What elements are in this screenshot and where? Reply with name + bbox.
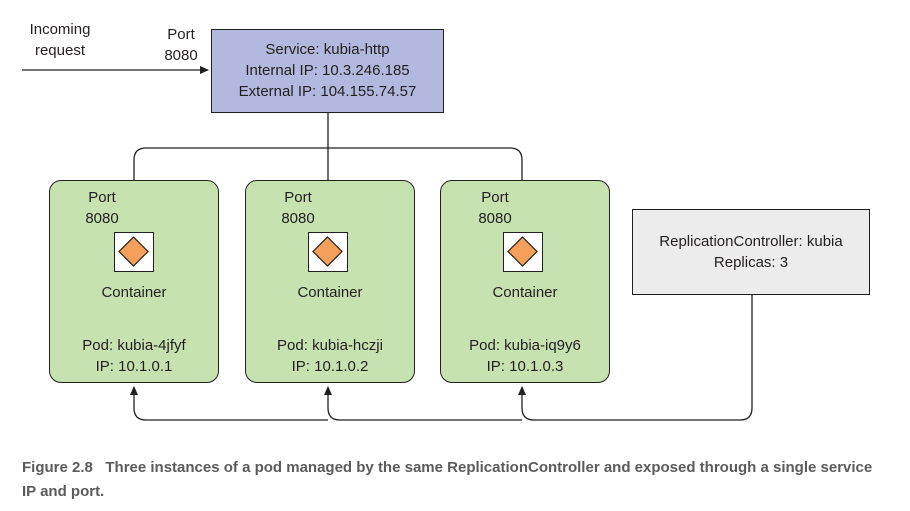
pod-name: Pod: kubia-iq9y6 — [469, 337, 581, 354]
pod-box-3: Port 8080 Container Pod: kubia-iq9y6 IP:… — [440, 180, 610, 383]
pod-port-line2: 8080 — [281, 210, 315, 227]
pod-port-label: Port 8080 — [272, 187, 324, 229]
pod-port-line1: Port — [481, 189, 509, 206]
container-diamond-icon — [507, 236, 538, 267]
container-label: Container — [297, 284, 363, 301]
pod-ip: IP: 10.1.0.1 — [95, 358, 173, 375]
pod-port-line2: 8080 — [85, 210, 119, 227]
pod-box-1: Port 8080 Container Pod: kubia-4jfyf IP:… — [49, 180, 219, 383]
pod-ip: IP: 10.1.0.3 — [486, 358, 564, 375]
pod-ip: IP: 10.1.0.2 — [291, 358, 369, 375]
service-port-line2: 8080 — [164, 47, 198, 64]
pod-port-label: Port 8080 — [76, 187, 128, 229]
diagram-connectors — [22, 66, 753, 421]
service-box: Service: kubia-http Internal IP: 10.3.24… — [211, 29, 444, 113]
service-to-pod-3-arrow — [328, 147, 526, 223]
rc-replicas: Replicas: 3 — [713, 254, 789, 271]
incoming-request-label: Incoming request — [22, 19, 98, 61]
figure-caption: Figure 2.8 Three instances of a pod mana… — [22, 456, 882, 504]
pod-name: Pod: kubia-hczji — [277, 337, 383, 354]
service-internal-ip: Internal IP: 10.3.246.185 — [245, 62, 410, 79]
incoming-label-line1: Incoming — [29, 21, 91, 38]
pod-port-line1: Port — [88, 189, 116, 206]
replication-controller-box: ReplicationController: kubia Replicas: 3 — [632, 209, 870, 295]
incoming-label-line2: request — [34, 42, 86, 59]
pod-port-line2: 8080 — [478, 210, 512, 227]
pod-port-label: Port 8080 — [469, 187, 521, 229]
pod-port-line1: Port — [284, 189, 312, 206]
container-icon-box — [114, 232, 154, 272]
service-name: Service: kubia-http — [265, 41, 390, 58]
container-icon-box — [503, 232, 543, 272]
figure-number: Figure 2.8 — [22, 459, 93, 476]
figure-caption-text: Three instances of a pod managed by the … — [22, 459, 873, 500]
service-external-ip: External IP: 104.155.74.57 — [238, 83, 417, 100]
pod-name: Pod: kubia-4jfyf — [82, 337, 186, 354]
pod-box-2: Port 8080 Container Pod: kubia-hczji IP:… — [245, 180, 415, 383]
container-icon-box — [308, 232, 348, 272]
rc-name: ReplicationController: kubia — [659, 233, 843, 250]
rc-to-pods-line — [518, 295, 753, 421]
service-to-pod-1-arrow — [130, 147, 328, 223]
rc-to-pod-1-arrow — [130, 386, 328, 421]
service-port-line1: Port — [167, 26, 195, 43]
container-label: Container — [101, 284, 167, 301]
container-label: Container — [492, 284, 558, 301]
service-port-label: Port 8080 — [158, 24, 204, 66]
container-diamond-icon — [312, 236, 343, 267]
rc-to-pod-2-arrow — [324, 386, 522, 421]
container-diamond-icon — [118, 236, 149, 267]
